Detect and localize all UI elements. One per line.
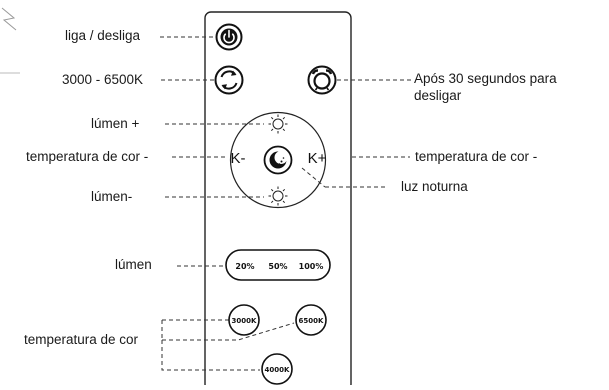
preset-3000k-button	[228, 304, 260, 336]
k-minus-label: K-	[231, 150, 246, 167]
label-power: liga / desliga	[65, 28, 141, 43]
label-lumen-plus: lúmen +	[91, 116, 140, 131]
cycle-arrows-icon	[214, 65, 244, 95]
sun-icon-bottom	[268, 186, 288, 206]
leader-lines	[160, 36, 412, 371]
label-timer: Após 30 segundos para desligar	[414, 71, 557, 103]
preset-6500k-button	[295, 304, 327, 336]
label-cct-range: 3000 - 6500K	[62, 72, 144, 87]
power-icon	[215, 23, 243, 51]
preset-4000k-button	[261, 353, 293, 385]
dpad-ring	[229, 111, 327, 209]
label-temp-left: temperatura de cor -	[26, 149, 149, 164]
label-temp-right: temperatura de cor -	[415, 149, 538, 164]
lumen-pill-button	[225, 249, 331, 281]
label-lumen-minus: lúmen-	[91, 189, 133, 204]
pill-50: 50%	[268, 262, 287, 271]
alarm-clock-icon	[307, 65, 337, 95]
preset-6500k-label: 6500K	[299, 317, 324, 325]
preset-3000k-label: 3000K	[232, 317, 257, 325]
pill-100: 100%	[299, 262, 324, 271]
sun-icon-top	[268, 114, 288, 134]
k-plus-label: K+	[308, 150, 327, 167]
preset-4000k-label: 4000K	[265, 366, 290, 374]
label-temp-presets: temperatura de cor	[24, 332, 139, 347]
pill-20: 20%	[235, 262, 254, 271]
brand-logo-icon	[0, 7, 20, 74]
label-night-light: luz noturna	[401, 179, 468, 194]
label-lumen-levels: lúmen	[115, 257, 152, 272]
moon-stars-icon	[263, 145, 293, 175]
